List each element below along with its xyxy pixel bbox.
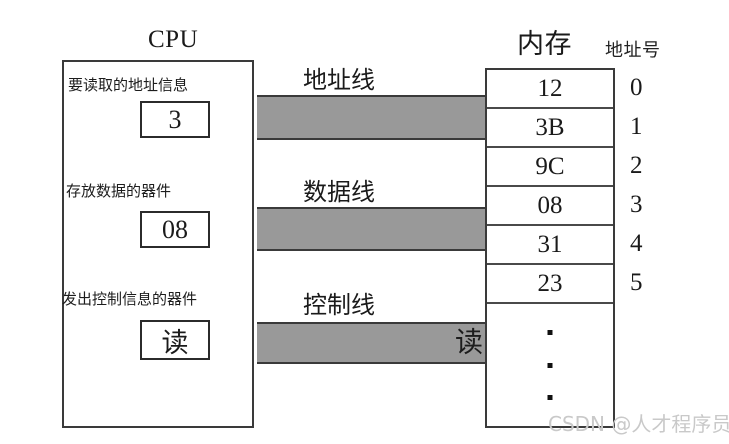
address-bus-bar — [257, 95, 485, 140]
memory-cell: 08 — [487, 187, 613, 226]
memory-cell: 23 — [487, 265, 613, 304]
address-number: 4 — [630, 229, 643, 257]
memory-cell: 3B — [487, 109, 613, 148]
cpu-register-value-control: 读 — [140, 320, 210, 360]
cpu-register-label-address: 要读取的地址信息 — [68, 76, 189, 94]
cpu-title: CPU — [148, 26, 199, 53]
data-bus-bar — [257, 207, 485, 251]
cpu-register-value-data: 08 — [140, 211, 210, 248]
memory-cell: 12 — [487, 70, 613, 109]
continuation-dot — [547, 395, 553, 400]
memory-title: 内存 — [517, 29, 572, 60]
address-number: 3 — [630, 190, 643, 218]
cpu-register-label-control: 发出控制信息的器件 — [62, 290, 198, 308]
cpu-register-label-data: 存放数据的器件 — [66, 182, 172, 200]
continuation-dot — [547, 330, 553, 335]
continuation-dot — [547, 363, 553, 368]
control-bus-signal: 读 — [454, 325, 483, 359]
cpu-register-value-address: 3 — [140, 101, 210, 138]
memory-cell: 31 — [487, 226, 613, 265]
address-number: 1 — [630, 112, 643, 140]
data-bus-label: 数据线 — [303, 178, 375, 206]
address-number: 5 — [630, 268, 643, 296]
address-bus-label: 地址线 — [303, 66, 375, 94]
control-bus-bar: 读 — [257, 322, 485, 364]
address-number-column: 0 1 2 3 4 5 — [630, 68, 670, 302]
address-number: 2 — [630, 151, 643, 179]
control-bus-label: 控制线 — [303, 291, 375, 319]
memory-cell: 9C — [487, 148, 613, 187]
address-number: 0 — [630, 73, 643, 101]
memory-box: 12 3B 9C 08 31 23 — [485, 68, 615, 428]
address-number-title: 地址号 — [605, 40, 661, 61]
